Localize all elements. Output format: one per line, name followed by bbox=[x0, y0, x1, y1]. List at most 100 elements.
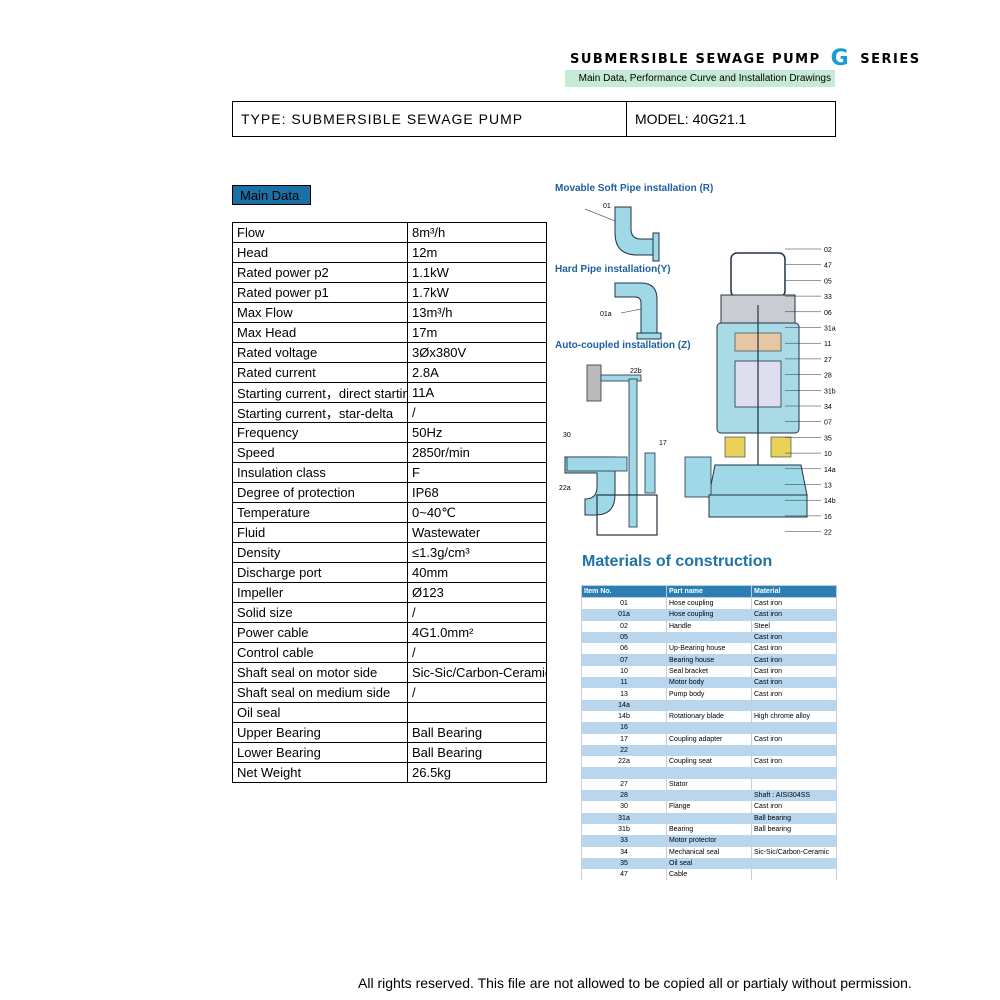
materials-row: 16 bbox=[581, 722, 837, 734]
materials-part-name: Coupling seat bbox=[666, 756, 752, 768]
materials-item-no: 16 bbox=[581, 722, 667, 734]
materials-col-material: Material bbox=[751, 585, 837, 598]
materials-row: 22 bbox=[581, 744, 837, 757]
callout-number: 22 bbox=[824, 530, 832, 537]
main-data-key: Shaft seal on motor side bbox=[232, 662, 408, 683]
main-data-key: Power cable bbox=[232, 622, 408, 643]
movable-pipe-drawing: 01 bbox=[584, 203, 660, 262]
brand-title-right: SERIES bbox=[860, 52, 921, 67]
brand-subtitle: Main Data, Performance Curve and Install… bbox=[565, 70, 835, 87]
main-data-value bbox=[407, 702, 547, 723]
materials-item-no: 17 bbox=[581, 733, 667, 745]
materials-material bbox=[751, 835, 837, 847]
main-data-value: 1.7kW bbox=[407, 282, 547, 303]
materials-part-name bbox=[666, 744, 752, 757]
main-data-key: Rated current bbox=[232, 362, 408, 383]
main-data-value: 40mm bbox=[407, 562, 547, 583]
materials-material: Cast iron bbox=[751, 597, 837, 610]
callout-number: 06 bbox=[824, 310, 832, 317]
materials-part-name: Bearing house bbox=[666, 654, 752, 666]
main-data-key: Control cable bbox=[232, 642, 408, 663]
materials-item-no: 02 bbox=[581, 620, 667, 632]
callout-number: 34 bbox=[824, 404, 832, 411]
main-data-row: Density≤1.3g/cm³ bbox=[232, 542, 547, 563]
main-data-key: Rated power p1 bbox=[232, 282, 408, 303]
auto-pipe-number-bottom: 22a bbox=[559, 485, 571, 492]
hard-pipe-number: 01a bbox=[600, 311, 612, 318]
main-data-row: Control cable/ bbox=[232, 642, 547, 663]
main-data-value: / bbox=[407, 642, 547, 663]
main-data-key: Head bbox=[232, 242, 408, 263]
materials-part-name bbox=[666, 699, 752, 711]
materials-item-no: 13 bbox=[581, 688, 667, 700]
materials-material: Cast iron bbox=[751, 665, 837, 678]
main-data-key: Solid size bbox=[232, 602, 408, 623]
materials-item-no: 22 bbox=[581, 744, 667, 757]
main-data-key: Impeller bbox=[232, 582, 408, 603]
movable-installation-label: Movable Soft Pipe installation (R) bbox=[555, 183, 714, 194]
main-data-value: Wastewater bbox=[407, 522, 547, 543]
main-data-value: / bbox=[407, 602, 547, 623]
materials-material: Shaft : AISI304SS bbox=[751, 790, 837, 802]
materials-item-no: 35 bbox=[581, 857, 667, 870]
hard-pipe-installation-label: Hard Pipe installation(Y) bbox=[555, 264, 671, 275]
movable-pipe-number: 01 bbox=[603, 203, 611, 210]
materials-material: Cast iron bbox=[751, 801, 837, 813]
callout-number: 31b bbox=[824, 388, 836, 395]
brand-title-left: SUBMERSIBLE SEWAGE PUMP bbox=[570, 52, 821, 67]
materials-part-name: Hose coupling bbox=[666, 609, 752, 621]
callout-number: 13 bbox=[824, 483, 832, 490]
main-data-key: Shaft seal on medium side bbox=[232, 682, 408, 703]
main-data-value: / bbox=[407, 402, 547, 423]
materials-item-no: 05 bbox=[581, 631, 667, 644]
main-data-key: Temperature bbox=[232, 502, 408, 523]
materials-material: Cast iron bbox=[751, 654, 837, 666]
main-data-key: Starting current，direct starting bbox=[232, 382, 408, 403]
materials-material: Cast iron bbox=[751, 677, 837, 689]
materials-part-name: Flange bbox=[666, 801, 752, 813]
materials-part-name: Rotationary blade bbox=[666, 710, 752, 723]
materials-item-no: 33 bbox=[581, 835, 667, 847]
callout-numbers: 024705330631a11272831b3407351014a1314b16… bbox=[785, 247, 836, 537]
materials-item-no: 31a bbox=[581, 812, 667, 824]
materials-material bbox=[751, 869, 837, 881]
materials-part-name bbox=[666, 790, 752, 802]
materials-item-no bbox=[581, 767, 667, 779]
main-data-key: Oil seal bbox=[232, 702, 408, 723]
materials-part-name bbox=[666, 631, 752, 644]
main-data-key: Speed bbox=[232, 442, 408, 463]
materials-material bbox=[751, 857, 837, 870]
materials-col-part: Part name bbox=[666, 585, 752, 598]
callout-number: 47 bbox=[824, 263, 832, 270]
materials-part-name: Motor protector bbox=[666, 835, 752, 847]
materials-material: Steel bbox=[751, 620, 837, 632]
main-data-row: Solid size/ bbox=[232, 602, 547, 623]
main-data-value: F bbox=[407, 462, 547, 483]
main-data-key: Insulation class bbox=[232, 462, 408, 483]
main-data-value: ≤1.3g/cm³ bbox=[407, 542, 547, 563]
materials-part-name: Stator bbox=[666, 778, 752, 791]
main-data-label: Main Data bbox=[232, 185, 311, 205]
pump-model: MODEL: 40G21.1 bbox=[635, 111, 747, 127]
